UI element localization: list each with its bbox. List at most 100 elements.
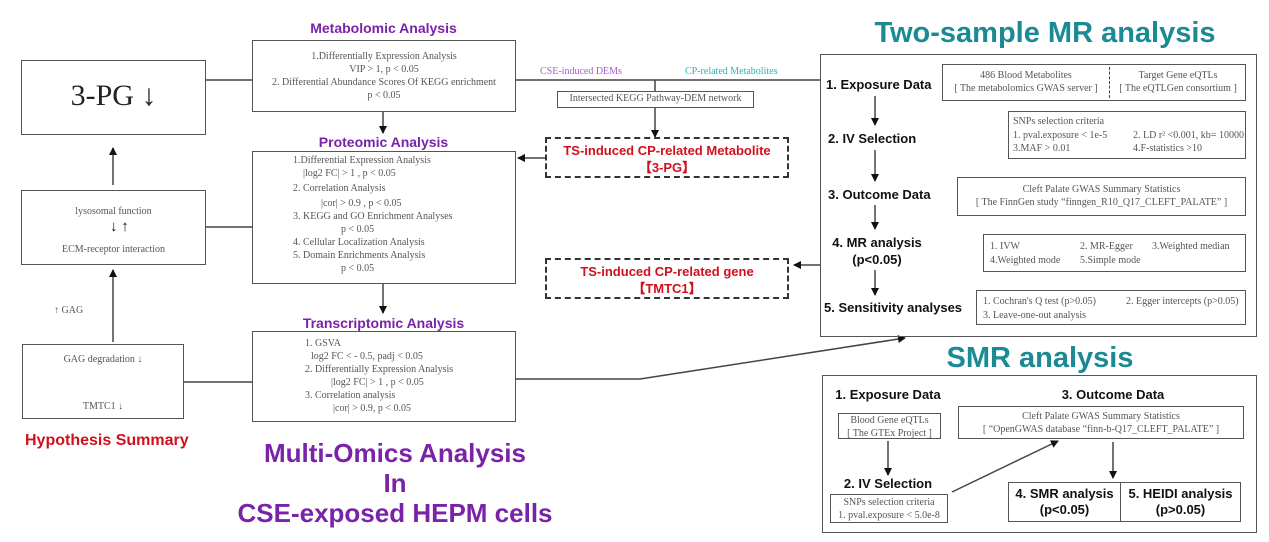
exposure-left-line: [ The metabolomics GWAS server ] xyxy=(954,83,1098,94)
proteomic-line: 5. Domain Enrichments Analysis xyxy=(293,250,426,261)
proteomic-line: |log2 FC| > 1 , p < 0.05 xyxy=(303,168,396,179)
proteomic-line: p < 0.05 xyxy=(341,224,375,235)
mr-step-analysis: 4. MR analysis (p<0.05) xyxy=(822,234,932,268)
smr-iv-title: 2. IV Selection xyxy=(843,476,933,491)
mr-methods-box: 1. IVW 2. MR-Egger 3.Weighted median 4.W… xyxy=(983,234,1246,272)
iv-line: 4.F-statistics >10 xyxy=(1133,143,1202,154)
method-item: 4.Weighted mode xyxy=(990,255,1061,266)
cse-dems-label: CSE-induced DEMs xyxy=(540,66,622,77)
transcriptomic-line: 3. Correlation analysis xyxy=(305,390,396,401)
heidi-result-line: (p>0.05) xyxy=(1155,502,1206,517)
main-title-line: In xyxy=(383,468,407,498)
iv-line: SNPs selection criteria xyxy=(1013,116,1105,127)
outcome-line: Cleft Palate GWAS Summary Statistics xyxy=(1022,184,1181,195)
transcriptomic-line: 2. Differentially Expression Analysis xyxy=(305,364,454,375)
proteomic-line: 4. Cellular Localization Analysis xyxy=(293,237,425,248)
mr-step-analysis-label: 4. MR analysis xyxy=(832,235,922,250)
main-title-line: Multi-Omics Analysis xyxy=(264,438,526,468)
mr-sensitivity-box: 1. Cochran's Q test (p>0.05) 2. Egger in… xyxy=(976,290,1246,325)
iv-line: 2. LD r² <0.001, kb= 10000 xyxy=(1133,130,1244,141)
heidi-result-line: 5. HEIDI analysis xyxy=(1128,486,1233,501)
metabolomic-title: Metabolomic Analysis xyxy=(310,20,457,36)
smr-result-line: (p<0.05) xyxy=(1039,502,1090,517)
proteomic-line: 2. Correlation Analysis xyxy=(293,183,386,194)
smr-analysis-result: 4. SMR analysis (p<0.05) xyxy=(1009,486,1120,518)
3pg-box: 3-PG ↓ xyxy=(21,60,206,135)
main-title-line: CSE-exposed HEPM cells xyxy=(237,498,553,528)
ecm-label: ECM-receptor interaction xyxy=(61,244,165,255)
exposure-left-line: 486 Blood Metabolites xyxy=(980,70,1072,81)
mr-step-sensitivity: 5. Sensitivity analyses xyxy=(824,300,963,315)
method-item: 2. MR-Egger xyxy=(1080,241,1133,252)
metabolomic-line: p < 0.05 xyxy=(367,90,401,101)
lysosomal-label: lysosomal function xyxy=(75,206,152,217)
smr-outcome-line: Cleft Palate GWAS Summary Statistics xyxy=(1022,411,1180,422)
iv-line: 3.MAF > 0.01 xyxy=(1013,143,1071,154)
arrow-transcriptomic-to-mr xyxy=(515,335,906,380)
lysosomal-box: lysosomal function ↓ ↑ ECM-receptor inte… xyxy=(21,190,206,265)
gene-result-line: 【TMTC1】 xyxy=(632,281,702,296)
metabolomic-line: 1.Differentially Expression Analysis xyxy=(311,51,457,62)
exposure-metabolites: 486 Blood Metabolites [ The metabolomics… xyxy=(943,69,1109,95)
method-item: 1. IVW xyxy=(990,241,1020,252)
multiomics-main-title: Multi-Omics Analysis In CSE-exposed HEPM… xyxy=(215,438,575,528)
proteomic-line: |cor| > 0.9 , p < 0.05 xyxy=(321,198,402,209)
sensitivity-item: 3. Leave-one-out analysis xyxy=(983,310,1087,321)
transcriptomic-line: |log2 FC| > 1 , p < 0.05 xyxy=(331,377,424,388)
mr-outcome-box: Cleft Palate GWAS Summary Statistics [ T… xyxy=(957,177,1246,216)
transcriptomic-line: log2 FC < - 0.5, padj < 0.05 xyxy=(311,351,423,362)
method-item: 3.Weighted median xyxy=(1152,241,1230,252)
cp-metabolites-label: CP-related Metabolites xyxy=(685,66,778,77)
tmtc1-label: TMTC1 ↓ xyxy=(82,401,124,412)
transcriptomic-line: 1. GSVA xyxy=(305,338,341,349)
smr-iv-line: 1. pval.exposure < 5.0e-8 xyxy=(838,510,940,521)
proteomic-line: p < 0.05 xyxy=(341,263,375,274)
smr-outcome-box: Cleft Palate GWAS Summary Statistics [ “… xyxy=(958,406,1244,439)
metabolomic-line: 2. Differential Abundance Scores Of KEGG… xyxy=(272,77,496,88)
iv-line: 1. pval.exposure < 1e-5 xyxy=(1013,130,1108,141)
mr-step-outcome: 3. Outcome Data xyxy=(828,187,931,202)
smr-panel xyxy=(822,375,1257,533)
down-arrow-icon: ↓ xyxy=(141,79,157,112)
proteomic-title: Proteomic Analysis xyxy=(318,134,449,150)
exposure-divider xyxy=(1109,67,1110,98)
mr-iv-box: SNPs selection criteria 1. pval.exposure… xyxy=(1008,111,1246,159)
gag-degradation-label: GAG degradation ↓ xyxy=(63,354,143,365)
heidi-analysis-result: 5. HEIDI analysis (p>0.05) xyxy=(1121,486,1240,518)
smr-result-divider xyxy=(1120,483,1121,521)
proteomic-box: 1.Differential Expression Analysis |log2… xyxy=(252,151,516,284)
kegg-network-box: Intersected KEGG Pathway-DEM network xyxy=(557,91,754,108)
sensitivity-item: 2. Egger intercepts (p>0.05) xyxy=(1126,296,1239,307)
mr-step-exposure: 1. Exposure Data xyxy=(826,77,932,92)
smr-result-line: 4. SMR analysis xyxy=(1015,486,1114,501)
mr-exposure-box: 486 Blood Metabolites [ The metabolomics… xyxy=(942,64,1246,101)
mr-panel xyxy=(820,54,1257,337)
outcome-line: [ The FinnGen study “finngen_R10_Q17_CLE… xyxy=(975,197,1228,208)
sensitivity-item: 1. Cochran's Q test (p>0.05) xyxy=(983,296,1096,307)
exposure-eqtls: Target Gene eQTLs [ The eQTLGen consorti… xyxy=(1111,69,1245,95)
up-down-arrows-icon: ↓ ↑ xyxy=(110,219,129,235)
gag-up-label: ↑ GAG xyxy=(54,305,84,316)
smr-title: SMR analysis xyxy=(946,342,1134,374)
smr-exposure-title: 1. Exposure Data xyxy=(835,387,941,402)
smr-result-box: 4. SMR analysis (p<0.05) 5. HEIDI analys… xyxy=(1008,482,1241,522)
proteomic-line: 3. KEGG and GO Enrichment Analyses xyxy=(293,211,453,222)
exposure-right-line: [ The eQTLGen consortium ] xyxy=(1119,83,1237,94)
method-item: 5.Simple mode xyxy=(1080,255,1141,266)
metabolite-result-box: TS-induced CP-related Metabolite 【3-PG】 xyxy=(545,137,789,178)
smr-outcome-title: 3. Outcome Data xyxy=(1061,387,1165,402)
smr-exposure-line: [ The GTEx Project ] xyxy=(847,428,932,439)
transcriptomic-box: 1. GSVA log2 FC < - 0.5, padj < 0.05 2. … xyxy=(252,331,516,422)
metabolite-result-line: TS-induced CP-related Metabolite xyxy=(563,143,771,158)
transcriptomic-line: |cor| > 0.9, p < 0.05 xyxy=(333,403,412,414)
3pg-label: 3-PG xyxy=(70,79,134,112)
smr-iv-line: SNPs selection criteria xyxy=(843,497,935,508)
smr-exposure-line: Blood Gene eQTLs xyxy=(850,415,929,426)
mr-step-iv: 2. IV Selection xyxy=(828,131,917,146)
smr-iv-box: SNPs selection criteria 1. pval.exposure… xyxy=(830,494,948,523)
proteomic-line: 1.Differential Expression Analysis xyxy=(293,155,431,166)
metabolomic-box: 1.Differentially Expression Analysis VIP… xyxy=(252,40,516,112)
mr-title: Two-sample MR analysis xyxy=(874,17,1216,49)
